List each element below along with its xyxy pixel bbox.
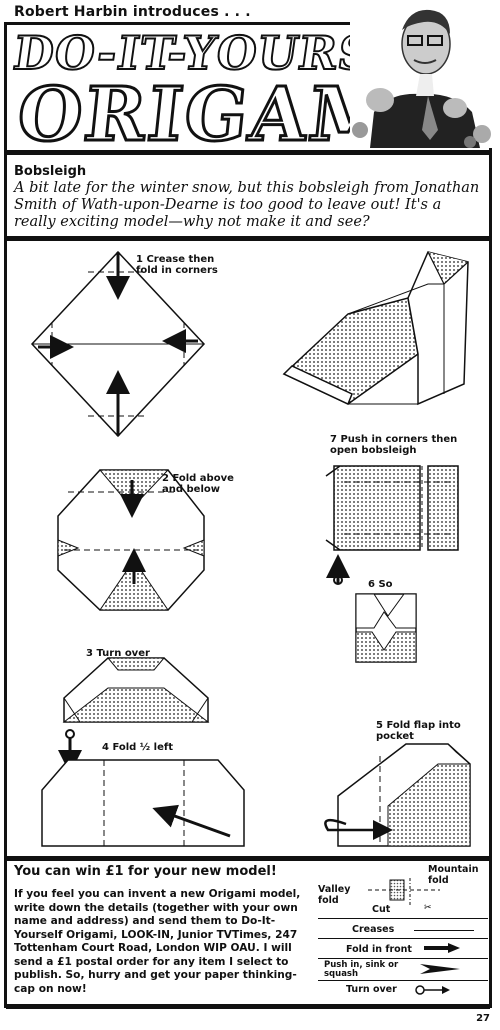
fold-key: Mountain fold Valley fold ✂ Cut Creases … <box>318 862 488 996</box>
divider <box>6 856 490 861</box>
origami-diagrams <box>30 250 471 847</box>
step4-diagram <box>41 729 245 847</box>
article-heading: Bobsleigh <box>14 164 87 179</box>
key-push-in: Push in, sink or squash <box>324 960 399 979</box>
step-4-label: 4 Fold ½ left <box>102 742 173 753</box>
step-5-label: 5 Fold flap into pocket <box>376 720 461 742</box>
step6-diagram <box>326 554 417 663</box>
step1-diagram <box>30 250 206 438</box>
intro-line: Robert Harbin introduces . . . <box>14 4 251 20</box>
push-arrow-icon <box>420 964 460 974</box>
competition-body: If you feel you can invent a new Origami… <box>14 888 301 995</box>
turn-over-icon <box>415 985 450 995</box>
article-intro: A bit late for the winter snow, but this… <box>14 180 480 230</box>
step-2-label: 2 Fold above and below <box>162 473 234 495</box>
step3-diagram <box>62 657 210 723</box>
step-6-label: 6 So <box>368 579 393 590</box>
key-mountain: Mountain fold <box>428 864 479 886</box>
step7-diagram <box>325 465 459 551</box>
key-cut: Cut <box>372 904 391 915</box>
finished-bobsleigh <box>282 251 469 406</box>
svg-text:✂: ✂ <box>424 903 432 913</box>
step-7-label: 7 Push in corners then open bobsleigh <box>330 434 458 456</box>
divider <box>6 236 490 241</box>
competition-title: You can win £1 for your new model! <box>14 864 277 879</box>
key-fold-in-front: Fold in front <box>346 944 412 955</box>
key-valley: Valley fold <box>318 884 351 906</box>
fold-arrow-icon <box>424 943 460 953</box>
step-3-label: 3 Turn over <box>86 648 150 659</box>
key-fold-diagram: ✂ <box>368 878 440 913</box>
key-creases: Creases <box>352 924 395 935</box>
step5-diagram <box>324 743 471 847</box>
step2-diagram <box>57 469 205 611</box>
presenter-photo <box>350 0 492 148</box>
divider <box>6 1004 490 1009</box>
divider <box>6 150 490 155</box>
page-number: 27 <box>476 1013 490 1024</box>
key-turn-over: Turn over <box>346 984 397 995</box>
step-1-label: 1 Crease then fold in corners <box>136 254 218 276</box>
